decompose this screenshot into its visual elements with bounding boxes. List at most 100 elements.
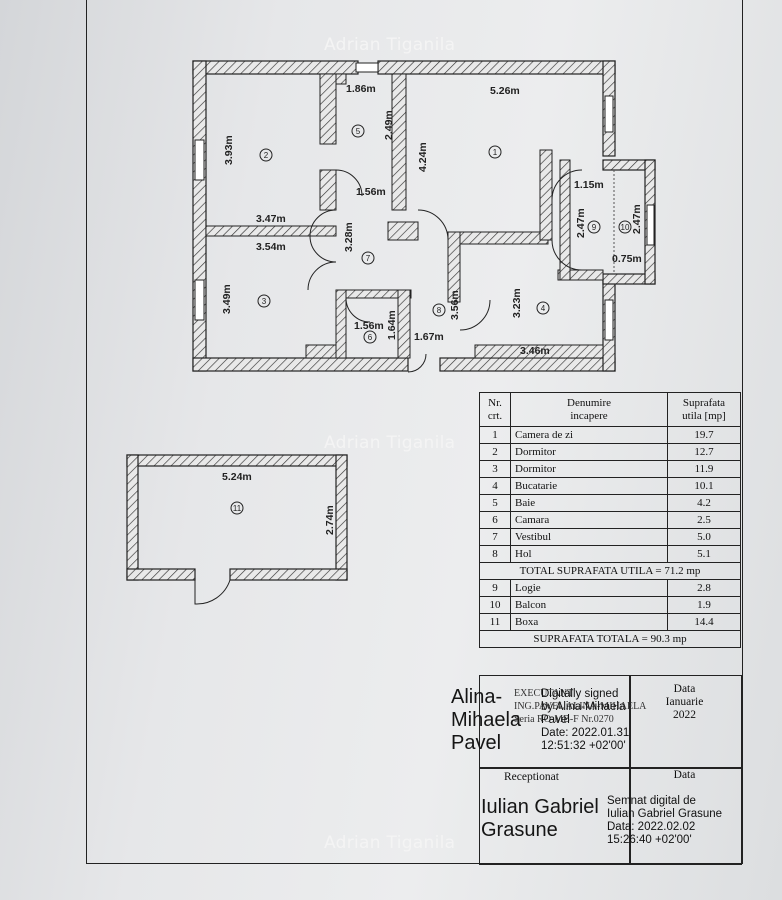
marker-label: 3 (262, 297, 267, 306)
cell-area: 5.1 (667, 545, 741, 563)
cell-nr: 7 (479, 528, 511, 546)
receptionat-signature-info: Semnat digital de Iulian Gabriel Grasune… (607, 795, 723, 846)
cell-nr: 6 (479, 511, 511, 529)
total-util: TOTAL SUPRAFATA UTILA = 71.2 mp (479, 562, 741, 580)
cell-area: 12.7 (667, 443, 741, 461)
dim-text: 1.15m (574, 179, 604, 191)
cell-name: Dormitor (510, 443, 668, 461)
marker-label: 8 (437, 306, 442, 315)
header-nr: Nr. crt. (479, 392, 511, 427)
windows (194, 62, 655, 341)
dim-text: 3.49m (221, 284, 233, 314)
cell-area: 5.0 (667, 528, 741, 546)
cell-name: Vestibul (510, 528, 668, 546)
cell-name: Dormitor (510, 460, 668, 478)
marker-label: 5 (356, 127, 361, 136)
cell-nr: 2 (479, 443, 511, 461)
marker-label: 10 (621, 223, 630, 232)
cell-nr: 4 (479, 477, 511, 495)
dim-text: 4.24m (417, 142, 429, 172)
executant-signature-info: Digitally signed by Alina-Mihaela Pavel … (541, 688, 630, 752)
date-label: Data (673, 683, 696, 695)
signature-block: EXECUTANT ING.PAVEL ALINA-MIHAELA Seria … (451, 675, 742, 865)
dim-text: 2.74m (324, 505, 336, 535)
dim-text: 2.47m (631, 204, 643, 234)
marker-label: 4 (541, 304, 546, 313)
room-marker-labels: 1 2 3 4 5 6 7 8 9 10 11 (233, 127, 630, 513)
executant-stamp: EXECUTANT ING.PAVEL ALINA-MIHAELA Seria … (514, 688, 647, 725)
cell-name: Baie (510, 494, 668, 512)
cell-area: 11.9 (667, 460, 741, 478)
date-box-2 (629, 767, 742, 865)
cell-area: 4.2 (667, 494, 741, 512)
executant-name: Alina- Mihaela Pavel (451, 686, 522, 754)
receptionat-name: Iulian Gabriel Grasune (481, 796, 599, 841)
cell-name: Balcon (510, 596, 668, 614)
header-area: Suprafata utila [mp] (667, 392, 741, 427)
executant-box (479, 675, 631, 769)
cell-area: 10.1 (667, 477, 741, 495)
dimension-labels: 1.86m 5.26m 3.93m 2.49m 4.24m 1.56m 1.15… (221, 83, 643, 535)
marker-label: 2 (264, 151, 269, 160)
cell-nr: 5 (479, 494, 511, 512)
inner-walls (205, 73, 604, 359)
cell-name: Hol (510, 545, 668, 563)
dim-text: 5.26m (490, 85, 520, 97)
drawing-frame (86, 0, 743, 864)
dim-text: 1.56m (356, 186, 386, 198)
dim-text: 3.28m (343, 222, 355, 252)
watermark: Adrian Tiganila (324, 35, 456, 55)
dim-text: 3.47m (256, 213, 286, 225)
dim-text: 1.86m (346, 83, 376, 95)
cell-area: 14.4 (667, 613, 741, 631)
date-box (629, 675, 742, 769)
cell-nr: 3 (479, 460, 511, 478)
marker-label: 6 (368, 333, 373, 342)
cell-name: Bucatarie (510, 477, 668, 495)
cell-name: Boxa (510, 613, 668, 631)
cell-nr: 9 (479, 579, 511, 597)
header-name: Denumire incapere (510, 392, 668, 427)
dim-text: 5.24m (222, 471, 252, 483)
dim-text: 3.23m (511, 288, 523, 318)
dim-text: 3.54m (256, 241, 286, 253)
cell-nr: 1 (479, 426, 511, 444)
storage-door (194, 579, 231, 605)
dim-text: 3.46m (520, 345, 550, 357)
marker-label: 1 (493, 148, 498, 157)
dim-text: 1.67m (414, 331, 444, 343)
dim-text: 1.56m (354, 320, 384, 332)
dim-text: 3.93m (223, 135, 235, 165)
receptionat-box (479, 767, 631, 865)
storage-box-walls (126, 454, 348, 581)
watermark: Adrian Tiganila (324, 833, 456, 853)
cell-area: 2.5 (667, 511, 741, 529)
cell-name: Logie (510, 579, 668, 597)
door-swings (307, 169, 583, 373)
cell-nr: 10 (479, 596, 511, 614)
rooms-table: Nr. crt. Denumire incapere Suprafata uti… (479, 392, 741, 648)
dim-text: 2.47m (575, 208, 587, 238)
marker-label: 7 (366, 254, 371, 263)
cell-name: Camera de zi (510, 426, 668, 444)
total-area: SUPRAFATA TOTALA = 90.3 mp (479, 630, 741, 648)
room-markers (230, 124, 632, 515)
marker-label: 9 (592, 223, 597, 232)
dim-text: 1.64m (386, 310, 398, 340)
cell-area: 2.8 (667, 579, 741, 597)
cell-name: Camara (510, 511, 668, 529)
cell-nr: 11 (479, 613, 511, 631)
